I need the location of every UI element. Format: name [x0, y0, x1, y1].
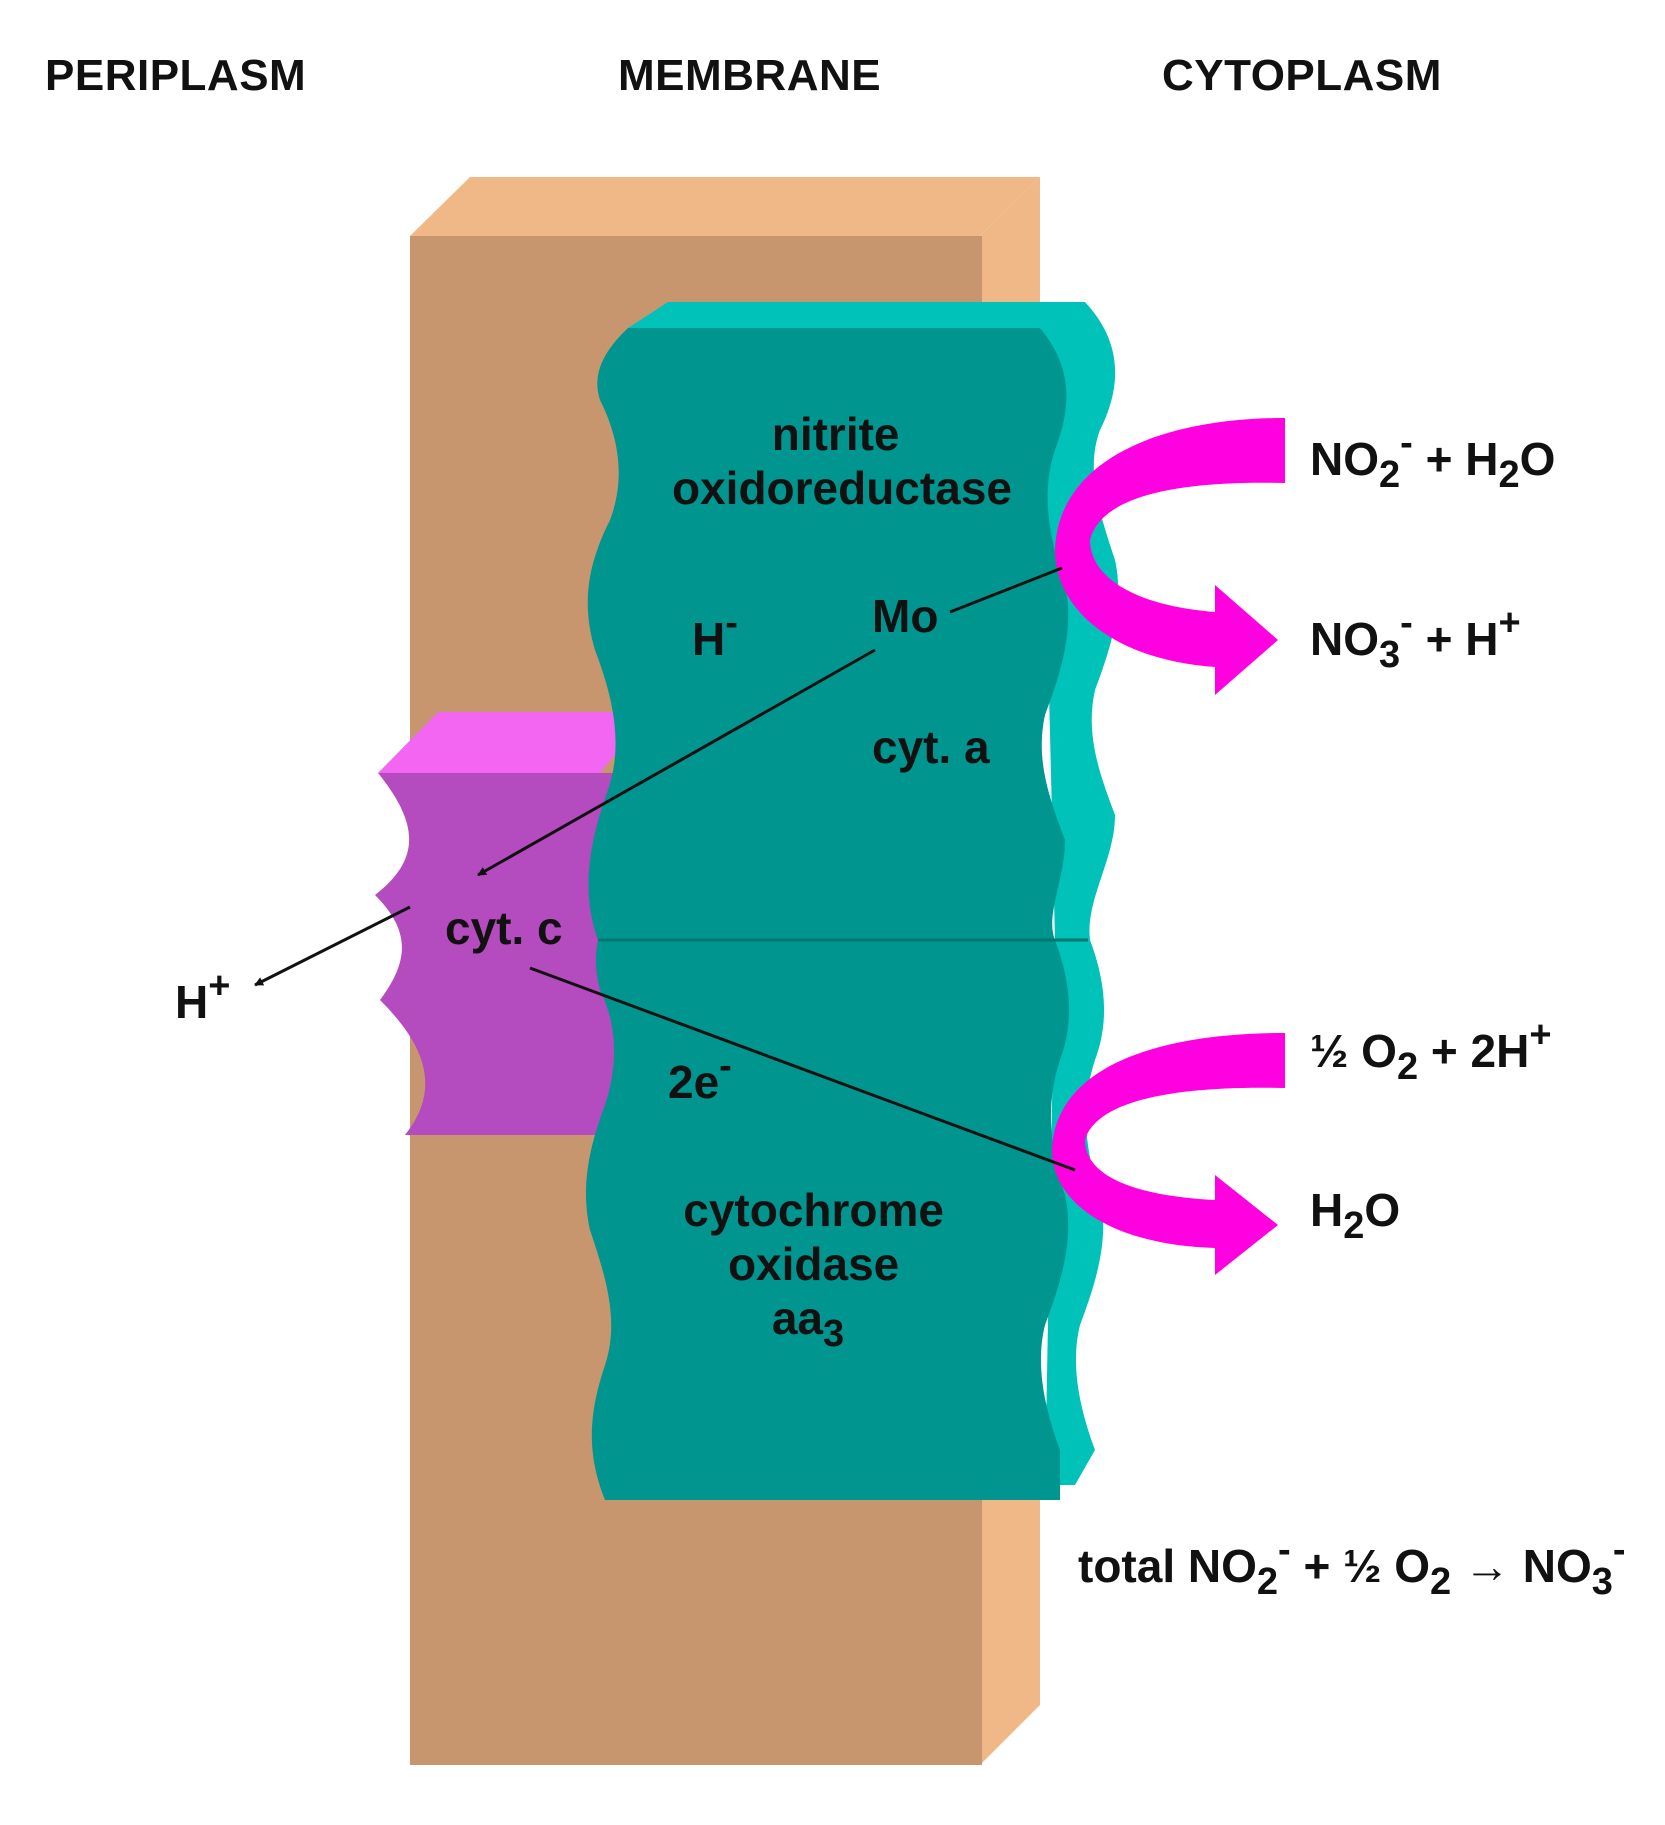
nitrite-oxidoreductase-line-1: nitrite: [772, 408, 900, 460]
oxygen-input-label: ½ O2 + 2H+: [1310, 1014, 1552, 1088]
water-output-label: H2O: [1310, 1184, 1400, 1247]
nitrite-oxidoreductase-complex: [587, 302, 1119, 940]
cytochrome-oxidase-line-3: aa: [772, 1292, 824, 1344]
membrane-top-face: [410, 177, 1040, 236]
cytochrome-oxidase-side: [1045, 940, 1105, 1485]
cyt-c-top-face: [378, 712, 650, 773]
two-electrons-label: 2e-: [668, 1045, 732, 1108]
oxygen-flow-arrow-body: [1052, 1033, 1285, 1275]
region-label-membrane: MEMBRANE: [618, 51, 881, 100]
cytochrome-oxidase-front: [585, 940, 1070, 1500]
cytochrome-oxidase-line-2: oxidase: [728, 1238, 899, 1290]
cytochrome-oxidase-line-1: cytochrome: [683, 1184, 944, 1236]
cyt-c-label: cyt. c: [445, 902, 563, 954]
h-plus-periplasm-label: H+: [175, 965, 230, 1028]
cytochrome-oxidase-label: cytochrome oxidase aa3: [683, 1184, 957, 1355]
h-minus-label: H-: [692, 602, 738, 665]
cyt-c-front-face: [375, 773, 650, 1135]
nitrite-oxidoreductase-top: [628, 302, 1085, 328]
nitrite-oxidoreductase-side: [1040, 302, 1119, 940]
nitrite-to-mo-line: [949, 566, 1063, 614]
nitrite-flow-arrow: [1055, 418, 1285, 695]
mo-to-cyt-c-arrow: [477, 648, 876, 877]
region-label-periplasm: PERIPLASM: [45, 51, 306, 100]
region-label-cytoplasm: CYTOPLASM: [1162, 51, 1442, 100]
oxygen-flow-arrow: [1052, 1033, 1285, 1275]
cytochrome-oxidase-complex: [585, 938, 1105, 1500]
cyt-c-to-oxidase-line: [529, 966, 1076, 1172]
cyt-c-to-proton-arrow: [254, 905, 411, 987]
nitrite-flow-arrow-body: [1055, 418, 1285, 695]
mo-label: Mo: [872, 590, 938, 642]
nitrite-input-label: NO2- + H2O: [1310, 422, 1555, 496]
nitrite-oxidoreductase-line-2: oxidoreductase: [672, 462, 1012, 514]
nitrite-oxidoreductase-front: [587, 328, 1069, 940]
total-reaction-label: total NO2- + ½ O2 → NO3-: [1078, 1529, 1626, 1603]
electron-path: [254, 566, 1076, 1172]
cyt-c-block: [375, 712, 650, 1135]
cyt-a-label: cyt. a: [872, 721, 990, 773]
nitrite-oxidoreductase-label: nitrite oxidoreductase: [672, 408, 1012, 514]
nitrate-output-label: NO3- + H+: [1310, 602, 1521, 676]
